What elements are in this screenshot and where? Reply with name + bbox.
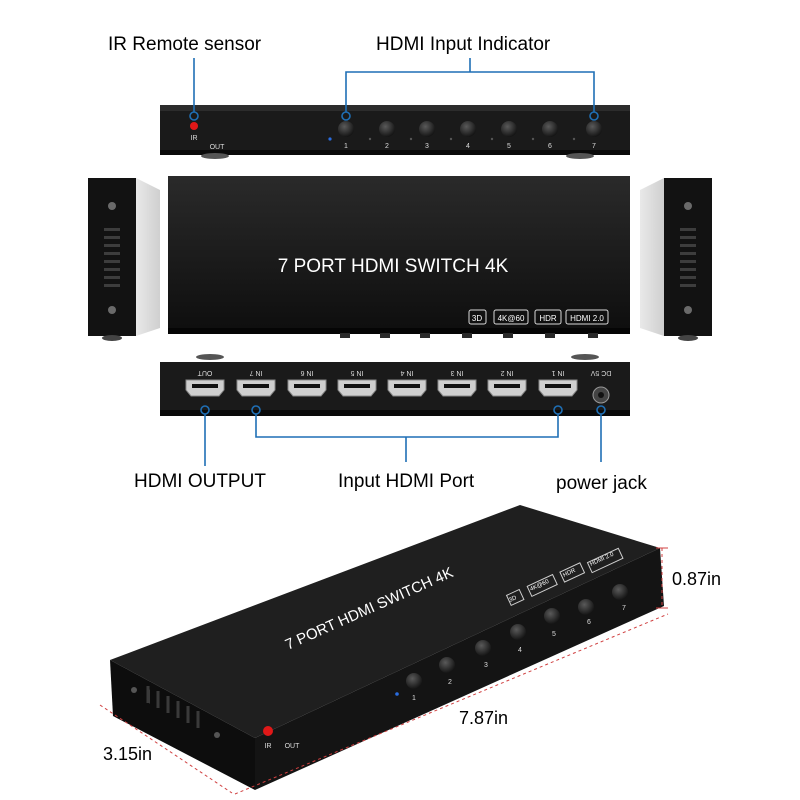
perspective-badge-3d: 3D bbox=[508, 595, 518, 604]
button-number-1: 1 bbox=[344, 143, 348, 150]
callout-lines-bottom bbox=[200, 405, 606, 466]
badge-hdmi20: HDMI 2.0 bbox=[570, 314, 604, 323]
rear-port-in4: IN 4 bbox=[400, 369, 413, 376]
input-port-label: Input HDMI Port bbox=[338, 471, 475, 492]
badge-3d: 3D bbox=[472, 314, 482, 323]
button-number-7: 7 bbox=[592, 143, 596, 150]
dimension-lines bbox=[99, 547, 669, 795]
perspective-num-4: 4 bbox=[518, 647, 522, 654]
button-number-4: 4 bbox=[466, 143, 470, 150]
ir-sensor-label: IR Remote sensor bbox=[108, 34, 262, 55]
button-number-5: 5 bbox=[507, 143, 511, 150]
rear-port-in1: IN 1 bbox=[551, 369, 564, 376]
rear-port-in5: IN 5 bbox=[350, 369, 363, 376]
rear-out-label: OUT bbox=[197, 369, 213, 376]
button-number-6: 6 bbox=[548, 143, 552, 150]
perspective-out-label: OUT bbox=[285, 743, 301, 750]
dimension-length: 7.87in bbox=[459, 708, 509, 728]
dimension-width: 3.15in bbox=[103, 744, 153, 764]
rear-port-in7: IN 7 bbox=[249, 369, 262, 376]
rear-panel bbox=[160, 354, 630, 416]
device-title: 7 PORT HDMI SWITCH 4K bbox=[278, 256, 509, 277]
perspective-ir-label: IR bbox=[265, 743, 272, 750]
front-buttons[interactable] bbox=[338, 121, 602, 137]
perspective-num-6: 6 bbox=[587, 619, 591, 626]
front-out-label: OUT bbox=[210, 144, 226, 151]
power-jack-label: power jack bbox=[556, 473, 647, 494]
perspective-badge-hdr: HDR bbox=[562, 568, 577, 579]
button-number-3: 3 bbox=[425, 143, 429, 150]
perspective-view bbox=[110, 505, 664, 790]
button-number-2: 2 bbox=[385, 143, 389, 150]
hdmi-output-label: HDMI OUTPUT bbox=[134, 471, 266, 492]
perspective-num-5: 5 bbox=[552, 631, 556, 638]
rear-port-in6: IN 6 bbox=[300, 369, 313, 376]
callout-lines-top bbox=[189, 58, 599, 121]
perspective-num-7: 7 bbox=[622, 605, 626, 612]
front-panel bbox=[160, 105, 630, 159]
input-indicator-label: HDMI Input Indicator bbox=[376, 34, 551, 55]
perspective-buttons bbox=[406, 584, 628, 689]
left-side-view bbox=[88, 178, 160, 341]
right-side-view bbox=[640, 178, 712, 341]
perspective-num-2: 2 bbox=[448, 679, 452, 686]
rear-port-in2: IN 2 bbox=[500, 369, 513, 376]
top-view bbox=[168, 176, 630, 338]
front-ir-label: IR bbox=[191, 135, 198, 142]
dimension-height: 0.87in bbox=[672, 569, 722, 589]
badge-hdr: HDR bbox=[539, 314, 557, 323]
perspective-num-3: 3 bbox=[484, 662, 488, 669]
rear-dc-label: DC 5V bbox=[590, 369, 611, 376]
rear-port-in3: IN 3 bbox=[450, 369, 463, 376]
badge-4k60: 4K@60 bbox=[498, 314, 525, 323]
perspective-num-1: 1 bbox=[412, 695, 416, 702]
ir-led bbox=[190, 122, 198, 130]
